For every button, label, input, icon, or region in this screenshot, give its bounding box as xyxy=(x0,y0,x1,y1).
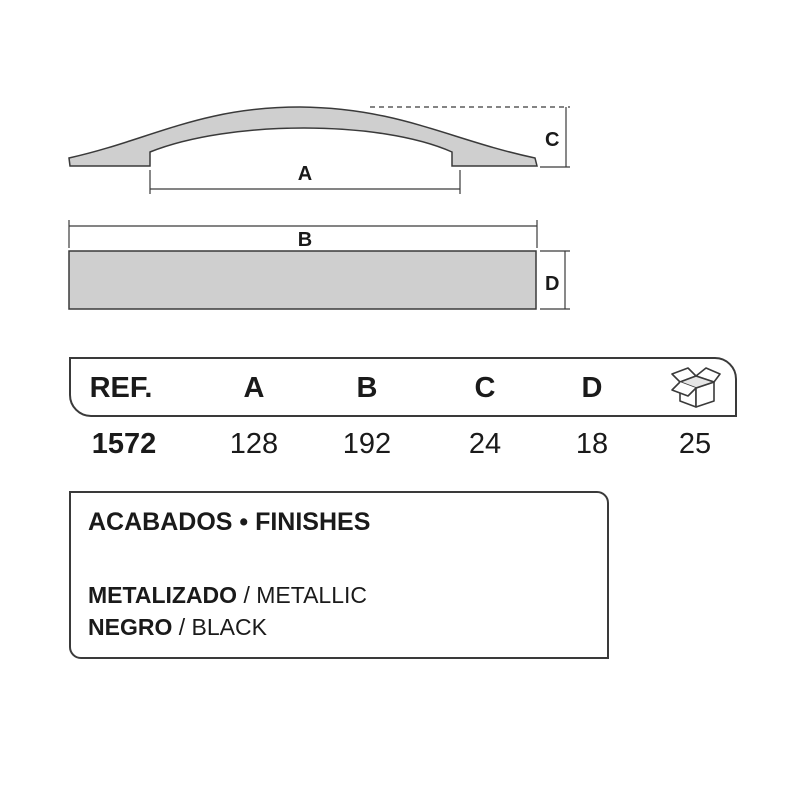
value-b: 192 xyxy=(342,428,392,460)
finish-name: NEGRO xyxy=(88,614,173,640)
finish-item: METALIZADO / METALLIC xyxy=(88,582,367,609)
header-b: B xyxy=(356,372,378,404)
header-d: D xyxy=(581,372,603,404)
value-c: 24 xyxy=(468,428,502,460)
value-ref: 1572 xyxy=(91,428,157,460)
spec-header-box xyxy=(69,357,737,417)
dimension-c-label: C xyxy=(545,129,559,151)
finish-separator: / xyxy=(172,614,192,640)
header-ref: REF. xyxy=(89,372,153,404)
box-icon xyxy=(671,367,721,408)
dimension-d xyxy=(540,250,570,310)
dimension-a xyxy=(149,170,461,194)
dimension-c xyxy=(370,106,570,168)
value-d: 18 xyxy=(575,428,609,460)
dimension-a-label: A xyxy=(298,163,312,185)
finish-item: NEGRO / BLACK xyxy=(88,614,267,641)
finish-name: METALIZADO xyxy=(88,582,238,608)
dimension-b-label: B xyxy=(298,229,312,251)
finish-name-en: BLACK xyxy=(191,614,267,640)
dimension-d-label: D xyxy=(545,273,559,295)
value-a: 128 xyxy=(229,428,279,460)
handle-top-view xyxy=(68,250,537,310)
finish-name-en: METALLIC xyxy=(256,582,368,608)
value-box-quantity: 25 xyxy=(678,428,712,460)
handle-side-view xyxy=(68,106,538,167)
technical-drawing: A C B D xyxy=(68,106,570,310)
dimension-b xyxy=(68,220,538,248)
header-c: C xyxy=(474,372,496,404)
finish-separator: / xyxy=(237,582,257,608)
header-a: A xyxy=(243,372,265,404)
finishes-title: ACABADOS • FINISHES xyxy=(88,508,371,536)
finishes-box xyxy=(69,491,609,659)
